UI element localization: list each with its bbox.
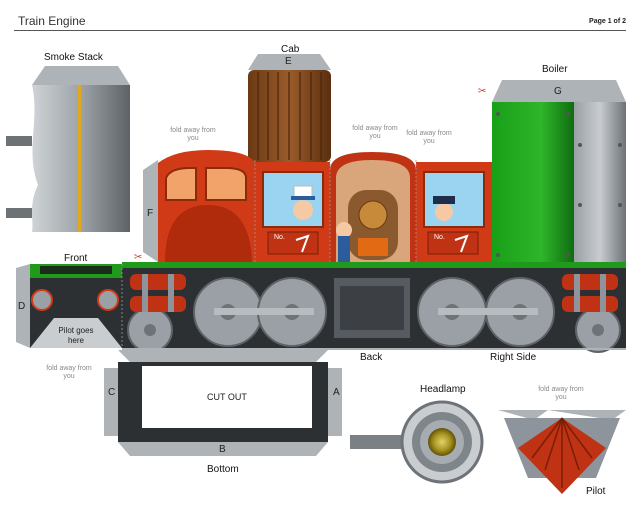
fold-lines <box>121 160 417 348</box>
tab-letter-d: D <box>18 301 26 312</box>
boiler-front-side <box>143 150 255 262</box>
cab-side-right <box>416 162 492 262</box>
cab-label: Cab <box>281 44 300 55</box>
undercarriage <box>122 262 626 353</box>
bottom-piece <box>104 350 342 456</box>
smoke-stack-piece <box>6 66 130 232</box>
bottom-label: Bottom <box>207 464 239 475</box>
tab-letter-a: A <box>333 387 340 398</box>
header-rule <box>14 30 626 31</box>
fold-note-boiler-left: fold away from you <box>406 130 452 145</box>
cab-back <box>330 152 416 262</box>
fold-note-cab-right: fold away from you <box>352 125 398 140</box>
fold-note-bottom-left: fold away from you <box>46 365 92 380</box>
cab-side-left <box>255 162 330 262</box>
front-face-piece <box>16 264 130 348</box>
tab-letter-f: F <box>147 208 154 219</box>
cut-out-label: CUT OUT <box>207 392 247 402</box>
tab-letter-b: B <box>219 444 226 455</box>
tab-letter-e: E <box>285 56 292 67</box>
pilot-piece <box>498 410 626 494</box>
headlamp-label: Headlamp <box>420 384 466 395</box>
fold-note-cab-left: fold away from you <box>170 127 216 142</box>
back-label: Back <box>360 352 383 363</box>
page-title: Train Engine <box>18 14 86 28</box>
tab-letter-g: G <box>554 86 562 97</box>
fold-note-pilot-top: fold away from you <box>538 386 584 401</box>
right-side-label: Right Side <box>490 352 537 363</box>
scissors-icon: ✂ <box>134 252 143 263</box>
front-label: Front <box>64 253 88 264</box>
number-plate-left: No. <box>274 234 285 241</box>
pilot-goes-here-label: Pilot goes here <box>58 326 94 345</box>
headlamp-piece <box>350 400 484 484</box>
tab-letter-c: C <box>108 387 116 398</box>
cab-roof-piece <box>248 54 331 162</box>
scissors-icon: ✂ <box>478 86 487 97</box>
pilot-label: Pilot <box>586 486 606 497</box>
boiler-piece <box>492 80 626 267</box>
page-number: Page 1 of 2 <box>589 18 626 25</box>
smoke-stack-label: Smoke Stack <box>44 52 103 63</box>
number-plate-right: No. <box>434 234 445 241</box>
boiler-label: Boiler <box>542 64 568 75</box>
